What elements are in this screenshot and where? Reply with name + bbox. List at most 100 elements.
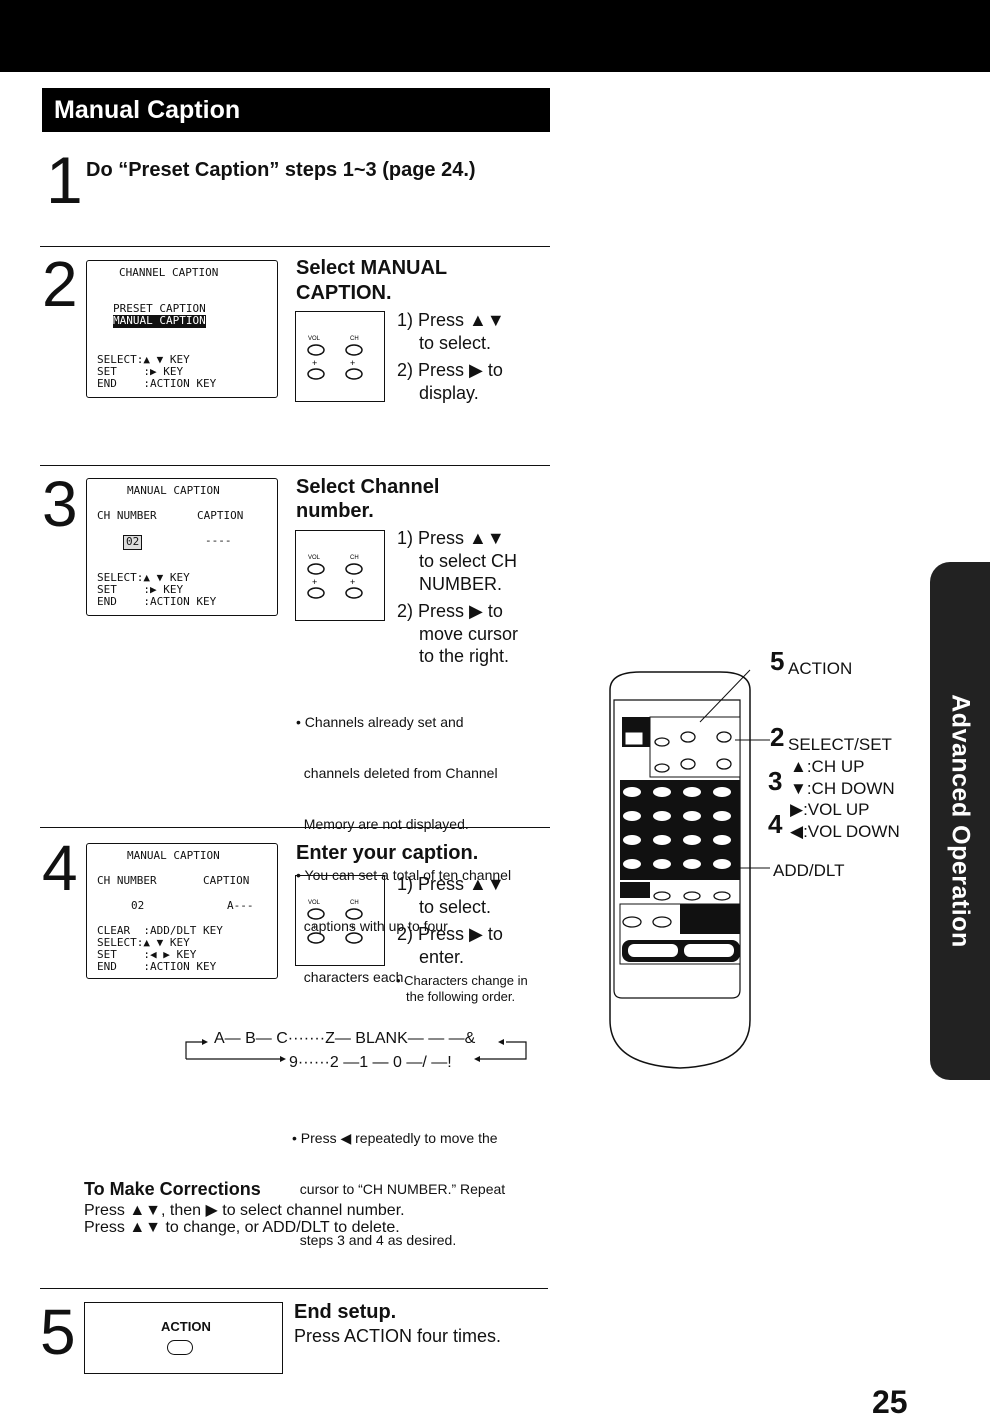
step-4-instruction-2: 2) Press ▶ to <box>397 924 503 944</box>
action-button-label: ACTION <box>161 1319 211 1334</box>
step-5-divider <box>40 1288 548 1289</box>
osd-ch-value-selected: 02 <box>123 535 143 550</box>
step-4-note-line1: • Characters change in <box>396 973 528 988</box>
step-3-instruction-1b: to select CH <box>419 551 518 571</box>
remote-voldown-number: 4 <box>768 809 783 839</box>
osd-col-caption: CAPTION <box>197 509 244 522</box>
step-2-osd-screen: CHANNEL CAPTION PRESET CAPTION MANUAL CA… <box>86 260 278 398</box>
svg-text:+: + <box>350 577 355 587</box>
step-5-text: Press ACTION four times. <box>294 1326 502 1346</box>
step-4-instruction-1b: to select. <box>419 897 492 917</box>
keypad-icon: VOL CH + + <box>307 336 363 380</box>
svg-text:+: + <box>350 358 355 368</box>
step-3-osd-screen: MANUAL CAPTION CH NUMBER CAPTION 02 ----… <box>86 478 278 616</box>
step-4-osd-screen: MANUAL CAPTION CH NUMBER CAPTION 02 A---… <box>86 843 278 979</box>
step-2-number: 2 <box>42 248 78 320</box>
step-2-instruction-2: 2) Press ▶ to <box>397 360 503 380</box>
remote-action-label: ACTION <box>788 659 853 678</box>
osd-select-hint: SELECT:▲ ▼ KEY <box>97 571 190 584</box>
osd-col-ch-number: CH NUMBER <box>97 874 157 887</box>
svg-text:+: + <box>312 358 317 368</box>
remote-select-number: 2 <box>770 722 785 752</box>
svg-text:VOL: VOL <box>308 555 321 561</box>
action-button-icon <box>167 1340 193 1355</box>
character-order-bottom: 9······2 —1 — 0 —/ —! <box>289 1054 452 1071</box>
remote-action-number: 5 <box>770 646 785 676</box>
remote-chdown-number: 3 <box>768 766 783 796</box>
character-order-arrows <box>185 1039 527 1062</box>
remote-select-set-label: SELECT/SET <box>788 735 892 754</box>
osd-set-hint: SET :▶ KEY <box>97 583 184 596</box>
svg-text:+: + <box>312 577 317 587</box>
note-line: • Press ◀ repeatedly to move the <box>292 1130 498 1146</box>
step-3-heading-line2: number. <box>296 500 374 522</box>
step-5-number: 5 <box>40 1296 76 1368</box>
step-3-number: 3 <box>42 468 78 540</box>
step-4-number: 4 <box>42 832 78 904</box>
osd-title: CHANNEL CAPTION <box>119 266 219 279</box>
osd-end-hint: END :ACTION KEY <box>97 377 217 390</box>
osd-set-hint: SET :◀ ▶ KEY <box>97 948 197 961</box>
step-4-instruction-2b: enter. <box>419 947 465 967</box>
character-order-top: A— B— C·······Z— BLANK— — —& <box>214 1030 476 1047</box>
step-4-heading: Enter your caption. <box>296 842 479 864</box>
note-line: captions with up to four <box>296 918 448 934</box>
step-3-instruction-2c: to the right. <box>419 646 510 666</box>
step-3-divider <box>40 465 550 466</box>
section-title: Manual Caption <box>42 88 550 132</box>
side-tab-label-wrapper: Advanced Operation <box>930 562 990 1080</box>
remote-ch-down-label: ▼:CH DOWN <box>790 779 895 798</box>
step-2-keypad-diagram: VOL CH + + <box>295 311 385 402</box>
step-3-instruction-1: 1) Press ▲▼ <box>397 528 505 548</box>
step-4-press-note: • Press ◀ repeatedly to move the cursor … <box>292 1096 505 1266</box>
svg-text:CH: CH <box>350 555 359 561</box>
osd-caption-value: A--- <box>227 899 254 912</box>
osd-caption-value: ---- <box>205 534 232 547</box>
step-2-heading-line2: CAPTION. <box>296 282 392 304</box>
step-2-heading-line1: Select MANUAL <box>296 257 448 279</box>
step-4-keypad-diagram: VOL CH + + <box>295 875 385 966</box>
osd-select-hint: SELECT:▲ ▼ KEY <box>97 936 190 949</box>
osd-set-hint: SET :▶ KEY <box>97 365 184 378</box>
osd-end-hint: END :ACTION KEY <box>97 595 217 608</box>
note-line: Memory are not displayed. <box>296 816 469 832</box>
step-4-note-line2: the following order. <box>406 989 516 1004</box>
step-2-divider <box>40 246 550 247</box>
keypad-icon: VOL CH + + <box>307 900 363 944</box>
osd-option-manual-selected: MANUAL CAPTION <box>113 314 206 328</box>
remote-vol-up-label: ▶:VOL UP <box>790 800 870 819</box>
step-1-text: Do “Preset Caption” steps 1~3 (page 24.) <box>86 159 476 181</box>
corrections-line2: Press ▲▼ to change, or ADD/DLT to delete… <box>84 1219 400 1236</box>
step-5-action-box: ACTION <box>84 1302 283 1374</box>
step-3-instruction-2: 2) Press ▶ to <box>397 601 503 621</box>
osd-select-hint: SELECT:▲ ▼ KEY <box>97 353 190 366</box>
osd-clear-hint: CLEAR :ADD/DLT KEY <box>97 924 223 937</box>
osd-col-ch-number: CH NUMBER <box>97 509 157 522</box>
page-number: 25 <box>872 1384 908 1420</box>
remote-add-dlt-label: ADD/DLT <box>773 861 845 880</box>
svg-text:+: + <box>312 922 317 932</box>
svg-text:+: + <box>350 922 355 932</box>
step-1-number: 1 <box>46 143 83 217</box>
note-line: channels deleted from Channel <box>296 765 498 781</box>
step-4-divider <box>40 827 550 828</box>
osd-title: MANUAL CAPTION <box>127 849 220 862</box>
remote-control-illustration <box>609 669 770 1069</box>
note-line: cursor to “CH NUMBER.” Repeat <box>292 1181 506 1197</box>
note-line: • Channels already set and <box>296 714 464 730</box>
osd-option-preset: PRESET CAPTION <box>113 302 206 315</box>
note-line: steps 3 and 4 as desired. <box>292 1232 457 1248</box>
note-line: characters each. <box>296 969 408 985</box>
side-tab-label: Advanced Operation <box>946 694 975 948</box>
step-2-instruction-1: 1) Press ▲▼ <box>397 310 505 330</box>
svg-text:VOL: VOL <box>308 900 321 906</box>
osd-title: MANUAL CAPTION <box>127 484 220 497</box>
corrections-line1: Press ▲▼, then ▶ to select channel numbe… <box>84 1202 405 1219</box>
svg-text:CH: CH <box>350 336 359 342</box>
svg-text:CH: CH <box>350 900 359 906</box>
step-2-instruction-1b: to select. <box>419 333 492 353</box>
corrections-title: To Make Corrections <box>84 1179 261 1199</box>
keypad-icon: VOL CH + + <box>307 555 363 599</box>
step-2-instruction-2b: display. <box>419 383 479 403</box>
step-5-heading: End setup. <box>294 1301 397 1323</box>
